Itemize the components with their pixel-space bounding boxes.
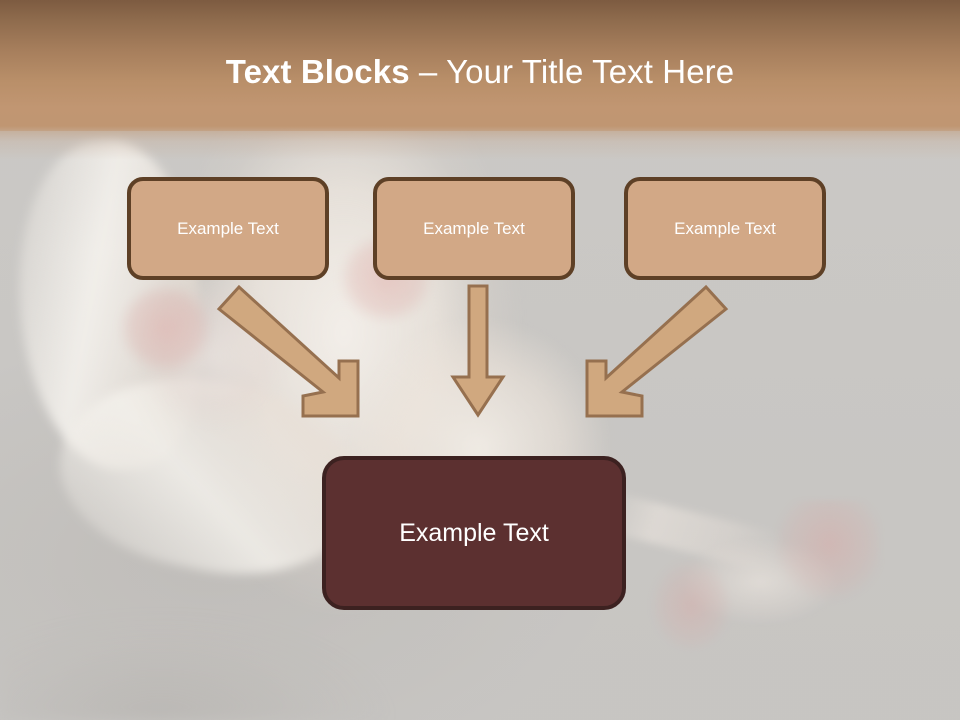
arrow-down-icon (450, 284, 506, 418)
arrow-down-right-icon (216, 284, 360, 418)
page-title: Text Blocks – Your Title Text Here (0, 52, 960, 92)
text-block-3[interactable]: Example Text (624, 177, 826, 280)
photo-dumbbell-hand (650, 500, 880, 670)
text-block-result[interactable]: Example Text (322, 456, 626, 610)
title-band-fade (0, 126, 960, 160)
arrow-down-left-icon (585, 284, 729, 418)
page-title-separator: – (409, 53, 447, 90)
text-block-result-label: Example Text (399, 518, 549, 547)
photo-dumbbell-plate-left (115, 282, 235, 397)
page-title-rest: Your Title Text Here (446, 53, 735, 90)
photo-head (130, 280, 300, 450)
text-block-1-label: Example Text (177, 218, 279, 238)
text-block-3-label: Example Text (674, 218, 776, 238)
title-band (0, 0, 960, 131)
text-block-2[interactable]: Example Text (373, 177, 575, 280)
text-block-2-label: Example Text (423, 218, 525, 238)
page-title-bold: Text Blocks (225, 53, 410, 90)
text-block-1[interactable]: Example Text (127, 177, 329, 280)
